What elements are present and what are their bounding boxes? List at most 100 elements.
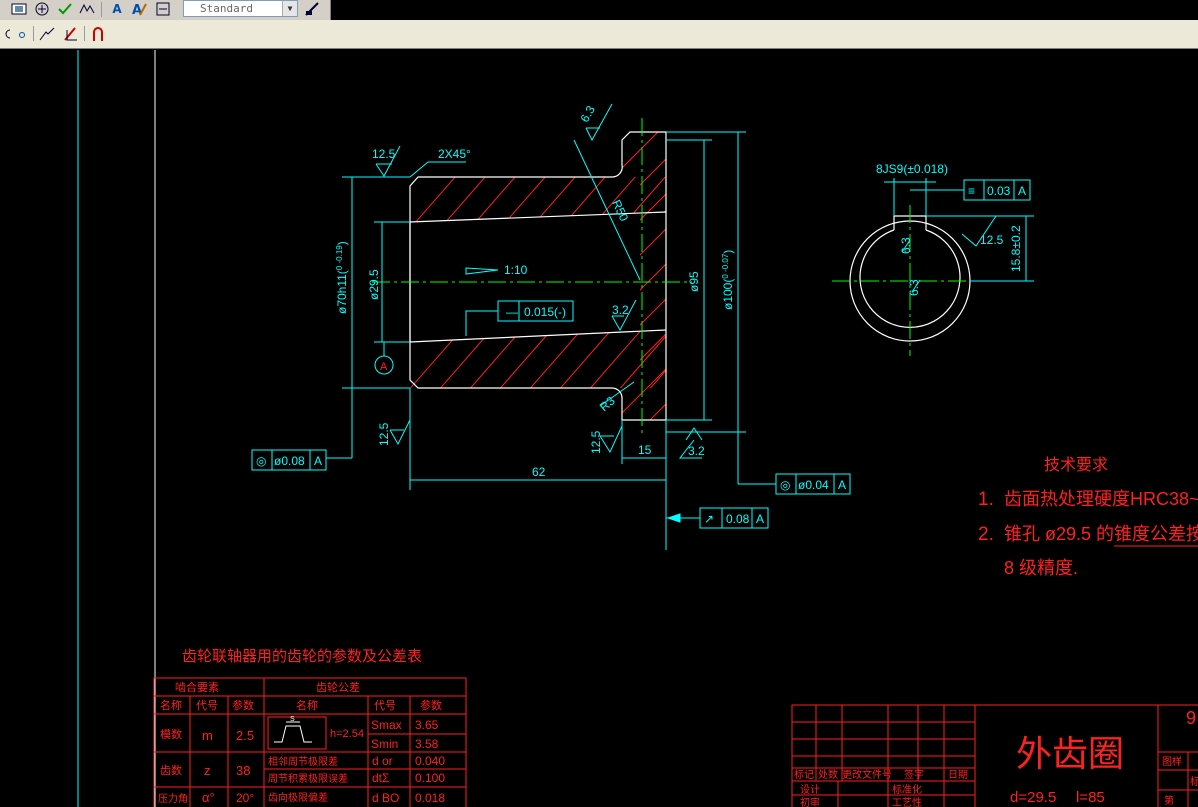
r50-label: R50 xyxy=(609,198,631,224)
check-icon[interactable] xyxy=(56,0,74,18)
drawing-canvas[interactable]: 12.5 2X45° 6.3 R50 ø70h11(0 -0.19) ø29.5… xyxy=(0,48,1198,807)
runout-datum: A xyxy=(756,512,764,526)
edit-text-icon[interactable]: A xyxy=(130,0,148,18)
dim-edit-icon[interactable] xyxy=(303,0,321,18)
tb-label-mark: 标记 xyxy=(794,769,814,781)
trim-icon[interactable] xyxy=(62,25,80,43)
row1-tol-code: d or xyxy=(372,754,393,768)
coax-left-value: ø0.08 xyxy=(274,454,305,468)
fillet-icon[interactable] xyxy=(90,25,108,43)
symmetry-value: 0.03 xyxy=(987,184,1011,198)
svg-text:A: A xyxy=(132,3,142,17)
coax-left-datum: A xyxy=(314,454,322,468)
tech-item1-num: 1. xyxy=(978,489,994,510)
roughness-flange-label: 6.3 xyxy=(577,103,598,125)
coax-left-symbol: ◎ xyxy=(256,454,266,468)
col-tol-val: 参数 xyxy=(420,698,442,712)
tech-item1: 齿面热处理硬度HRC38~43. xyxy=(1004,489,1198,509)
dimstyle-icon[interactable] xyxy=(154,0,172,18)
circle-part-icon[interactable] xyxy=(0,25,11,43)
row0-code-b: Smin xyxy=(371,737,398,751)
dia-outer-tol: 0 -0.19 xyxy=(335,245,344,270)
col-val: 参数 xyxy=(232,698,254,712)
row0-val-b: 3.58 xyxy=(415,737,439,751)
straightness-symbol: — xyxy=(506,305,518,319)
roughness-inner-label: 3.2 xyxy=(612,303,629,317)
tech-title: 技术要求 xyxy=(1044,456,1108,474)
row1-tol-name: 相邻周节极限差 xyxy=(268,755,338,768)
coax-right-datum: A xyxy=(838,478,846,492)
text-style-icon[interactable]: A xyxy=(112,2,122,16)
coax-right-value: ø0.04 xyxy=(798,478,829,492)
main-section-view xyxy=(372,118,692,436)
row0-tol-name: h=2.54 xyxy=(330,728,364,740)
tech-item2b: 8 级精度. xyxy=(1004,558,1078,578)
dia-outer-label: ø70h11(0 -0.19) xyxy=(335,241,349,314)
row3-tol-val: 0.018 xyxy=(415,791,445,805)
row2-tol-name: 周节积累极限误差 xyxy=(268,772,348,785)
tooth-sketch-s: S xyxy=(290,716,295,723)
col-tol-code: 代号 xyxy=(374,699,396,712)
dimstyle-combo-value: Standard xyxy=(200,2,253,15)
tb-corner: 9 xyxy=(1186,708,1196,728)
dia95-label: ø95 xyxy=(687,271,701,292)
symmetry-symbol: ≡ xyxy=(968,184,975,198)
chamfer-label: 2X45° xyxy=(438,147,471,161)
table-head-mesh: 啮合要素 xyxy=(175,680,219,694)
gear-param-table: 齿轮联轴器用的齿轮的参数及公差表 S 啮合要素 齿轮公差 名称 代号 xyxy=(153,648,467,807)
tb-design: 设计 xyxy=(800,783,820,796)
tb-right-label2: 标 xyxy=(1190,776,1198,788)
row3-val: 20° xyxy=(236,791,254,805)
dim-15-label: 15 xyxy=(638,443,652,457)
tb-craft: 工艺性 xyxy=(892,796,922,807)
tolerance-icon[interactable] xyxy=(78,0,96,18)
tech-item2: 锥孔 ø29.5 的锥度公差按JB1-8 xyxy=(1004,524,1198,544)
point-icon[interactable] xyxy=(13,25,31,43)
section-rough-a: 6.3 xyxy=(899,237,913,254)
spec-d: d=29.5 xyxy=(1010,789,1056,806)
tb-label-date: 日期 xyxy=(948,769,968,781)
col-name: 名称 xyxy=(160,698,182,712)
separator xyxy=(33,26,34,41)
row1-val: 38 xyxy=(236,763,250,778)
roughness-bottom-label: 12.5 xyxy=(589,430,603,454)
section-rough-b: 6.3 xyxy=(907,279,921,296)
title-block: 外齿圈 d=29.5 l=85 标记 处数 更改文件号 签字 日期 设计 标准化… xyxy=(791,704,1198,807)
tb-label-count: 处数 xyxy=(818,768,838,781)
dia100-tol: 0 -0.07 xyxy=(721,253,730,278)
row1-name: 齿数 xyxy=(160,764,182,777)
tb-right-label3: 第 xyxy=(1164,794,1174,807)
col-tol-name: 名称 xyxy=(296,698,318,712)
symmetry-datum: A xyxy=(1018,184,1026,198)
break-icon[interactable] xyxy=(38,25,56,43)
row2-tol-val: 0.100 xyxy=(415,771,445,785)
osnap-icon[interactable] xyxy=(33,0,51,18)
dim-62-label: 62 xyxy=(532,465,546,479)
row3-tol-name: 齿向极限偏差 xyxy=(268,791,328,804)
row3-code: α° xyxy=(202,790,215,805)
row3-tol-code: d BO xyxy=(372,791,399,805)
toolbar-styles: A A Standard ▼ xyxy=(0,0,331,21)
separator xyxy=(101,2,102,17)
tb-label-sign: 签字 xyxy=(904,768,924,781)
row2-tol-code: dtΣ xyxy=(372,771,389,785)
table-head-tol: 齿轮公差 xyxy=(316,680,360,694)
toolbar-draw xyxy=(0,20,1198,49)
row1-tol-val: 0.040 xyxy=(415,754,445,768)
tech-requirements: 技术要求 1. 齿面热处理硬度HRC38~43. 2. 锥孔 ø29.5 的锥度… xyxy=(978,456,1198,578)
chevron-down-icon[interactable]: ▼ xyxy=(282,1,297,16)
runout-value: 0.08 xyxy=(726,512,750,526)
section-view: 8JS9(±0.018) ≡ 0.03 A 6.3 12.5 15.8±0.2 … xyxy=(832,162,1034,356)
taper-label: 1:10 xyxy=(504,263,528,277)
keyway-label: 8JS9(±0.018) xyxy=(876,162,948,176)
dimstyle-combo[interactable]: Standard ▼ xyxy=(183,0,298,17)
tech-item2-num: 2. xyxy=(978,524,994,545)
straightness-label: 0.015(-) xyxy=(524,305,566,319)
layer-icon[interactable] xyxy=(10,0,28,18)
row0-code-a: Smax xyxy=(371,718,402,732)
dia100-label: ø100(0 -0.07) xyxy=(721,250,735,310)
runout-symbol: ↗ xyxy=(704,512,714,526)
r3-label: R3 xyxy=(597,394,618,415)
tb-right-label: 图样 xyxy=(1162,755,1182,768)
roughness-32-label: 3.2 xyxy=(688,444,705,458)
